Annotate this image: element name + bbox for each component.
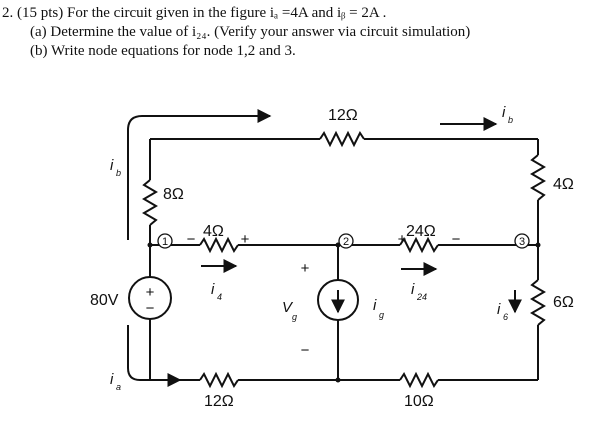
- label-r-12-bottom: 12Ω: [204, 393, 234, 410]
- label-ia-sub: a: [116, 382, 121, 392]
- node2-label: 2: [343, 236, 349, 248]
- label-i24: i: [411, 281, 415, 298]
- resistor-12-bottom: [199, 371, 239, 389]
- sign-vg-plus: +: [301, 260, 310, 277]
- sign-4-minus: −: [187, 231, 196, 248]
- label-r-6: 6Ω: [553, 294, 574, 311]
- sign-80v-minus: −: [146, 300, 155, 317]
- label-ib-left-sub: b: [116, 168, 121, 178]
- sign-24-minus: −: [452, 231, 461, 248]
- label-i6: i: [497, 301, 501, 318]
- label-r-4-right: 4Ω: [553, 176, 574, 193]
- label-r-8: 8Ω: [163, 186, 184, 203]
- label-ib-top-sub: b: [508, 115, 513, 125]
- resistor-4-left: [199, 236, 239, 254]
- resistor-8: [142, 179, 158, 226]
- label-ig: i: [373, 297, 377, 314]
- sign-4-plus: +: [241, 231, 250, 248]
- resistor-4-right: [530, 154, 546, 201]
- problem-line-2: (a) Determine the value of i₂₄. (Verify …: [30, 24, 471, 40]
- label-i24-sub: 24: [416, 292, 427, 302]
- problem-line-3: (b) Write node equations for node 1,2 an…: [30, 43, 296, 59]
- sign-24-plus: +: [398, 231, 407, 248]
- label-i4: i: [211, 281, 215, 298]
- label-vg-sub: g: [292, 312, 297, 322]
- arrow-ia: [127, 325, 182, 387]
- resistor-24: [399, 236, 439, 254]
- label-r-4-left: 4Ω: [203, 223, 224, 240]
- label-i6-sub: 6: [503, 312, 508, 322]
- label-ia: i: [110, 371, 114, 388]
- sign-vg-minus: −: [301, 342, 310, 359]
- junction-bottom-ig: [335, 377, 341, 383]
- node1-marker: [157, 233, 173, 249]
- label-ib-top: i: [502, 104, 506, 121]
- resistor-10: [399, 371, 439, 389]
- label-i4-sub: 4: [217, 292, 222, 302]
- label-r-24: 24Ω: [406, 223, 436, 240]
- junction-node3: [535, 242, 541, 248]
- problem-statement: 2. (15 pts) For the circuit given in the…: [2, 4, 587, 61]
- label-r-10: 10Ω: [404, 393, 434, 410]
- label-ib-left: i: [110, 157, 114, 174]
- arrow-ib-loop: [127, 109, 272, 240]
- label-vg: V: [282, 299, 294, 316]
- resistor-6: [530, 279, 546, 326]
- node1-label: 1: [162, 236, 168, 248]
- label-source-80v: 80V: [90, 292, 119, 309]
- label-ig-sub: g: [379, 310, 384, 320]
- sign-80v-plus: +: [146, 284, 155, 301]
- resistor-12-top: [319, 130, 365, 148]
- label-r-top: 12Ω: [328, 107, 358, 124]
- junction-node1: [147, 242, 153, 248]
- node3-marker: [514, 233, 530, 249]
- node3-label: 3: [519, 236, 525, 248]
- node2-marker: [338, 233, 354, 249]
- problem-line-1: 2. (15 pts) For the circuit given in the…: [2, 5, 387, 21]
